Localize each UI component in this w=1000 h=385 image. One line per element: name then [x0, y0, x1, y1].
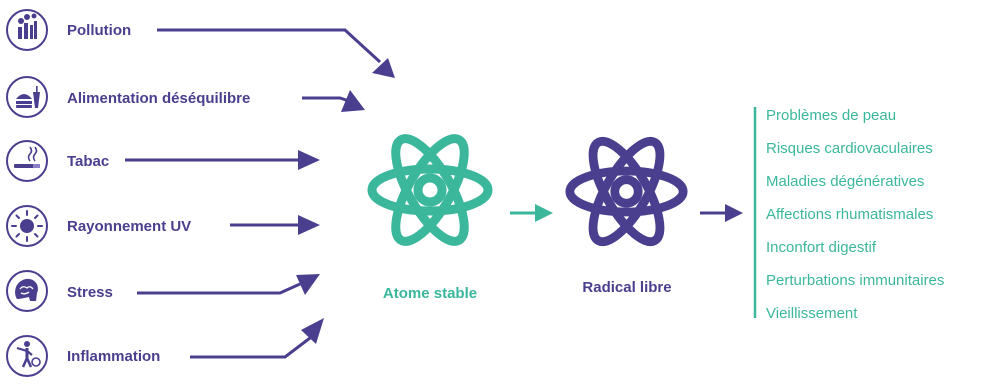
effects-list: Problèmes de peau Risques cardiovaculair…	[753, 107, 944, 322]
cause-label: Rayonnement UV	[67, 218, 191, 235]
causes-column: Pollution Alimentation déséquilibre	[6, 9, 395, 377]
factory-icon	[6, 9, 48, 51]
cause-label: Alimentation déséquilibre	[67, 90, 250, 107]
cause-stress: Stress	[6, 270, 320, 312]
arrow-line	[190, 336, 311, 359]
cause-label: Inflammation	[67, 348, 160, 365]
arrow-head	[298, 150, 320, 170]
atom-icon	[570, 132, 683, 251]
cause-tabac: Tabac	[6, 140, 320, 182]
inflammation-icon	[6, 335, 48, 377]
stable-atom: Atome stable	[372, 129, 488, 302]
cause-label: Tabac	[67, 153, 109, 170]
effect-item: Perturbations immunitaires	[766, 272, 944, 289]
arrow-head	[301, 318, 324, 344]
effects-arrow	[700, 204, 743, 222]
arrow-line	[302, 96, 353, 104]
radical-atom: Radical libre	[570, 132, 683, 296]
stable-atom-label: Atome stable	[383, 285, 477, 302]
atom-icon	[372, 129, 488, 250]
sun-icon	[6, 205, 48, 247]
cause-pollution: Pollution	[6, 9, 395, 78]
cause-label: Pollution	[67, 22, 131, 39]
cigarette-icon	[6, 140, 48, 182]
arrow-head	[372, 58, 395, 78]
cause-uv: Rayonnement UV	[6, 205, 320, 247]
cause-inflammation: Inflammation	[6, 318, 324, 377]
radical-label: Radical libre	[582, 279, 671, 296]
effect-item: Vieillissement	[766, 305, 858, 322]
transition-arrow	[510, 204, 553, 222]
effect-item: Risques cardiovaculaires	[766, 140, 933, 157]
arrow-head	[535, 204, 553, 222]
arrow-line	[137, 282, 301, 295]
effect-item: Inconfort digestif	[766, 239, 877, 256]
arrow-line	[157, 28, 382, 64]
effect-item: Affections rhumatismales	[766, 206, 933, 223]
cause-alimentation: Alimentation déséquilibre	[6, 76, 365, 118]
effect-item: Maladies dégénératives	[766, 173, 924, 190]
arrow-head	[341, 90, 365, 112]
fast-food-icon	[6, 76, 48, 118]
effect-item: Problèmes de peau	[766, 107, 896, 124]
brain-icon	[6, 270, 48, 312]
arrow-head	[298, 215, 320, 235]
cause-label: Stress	[67, 284, 113, 301]
arrow-head	[725, 204, 743, 222]
arrow-head	[296, 274, 320, 295]
